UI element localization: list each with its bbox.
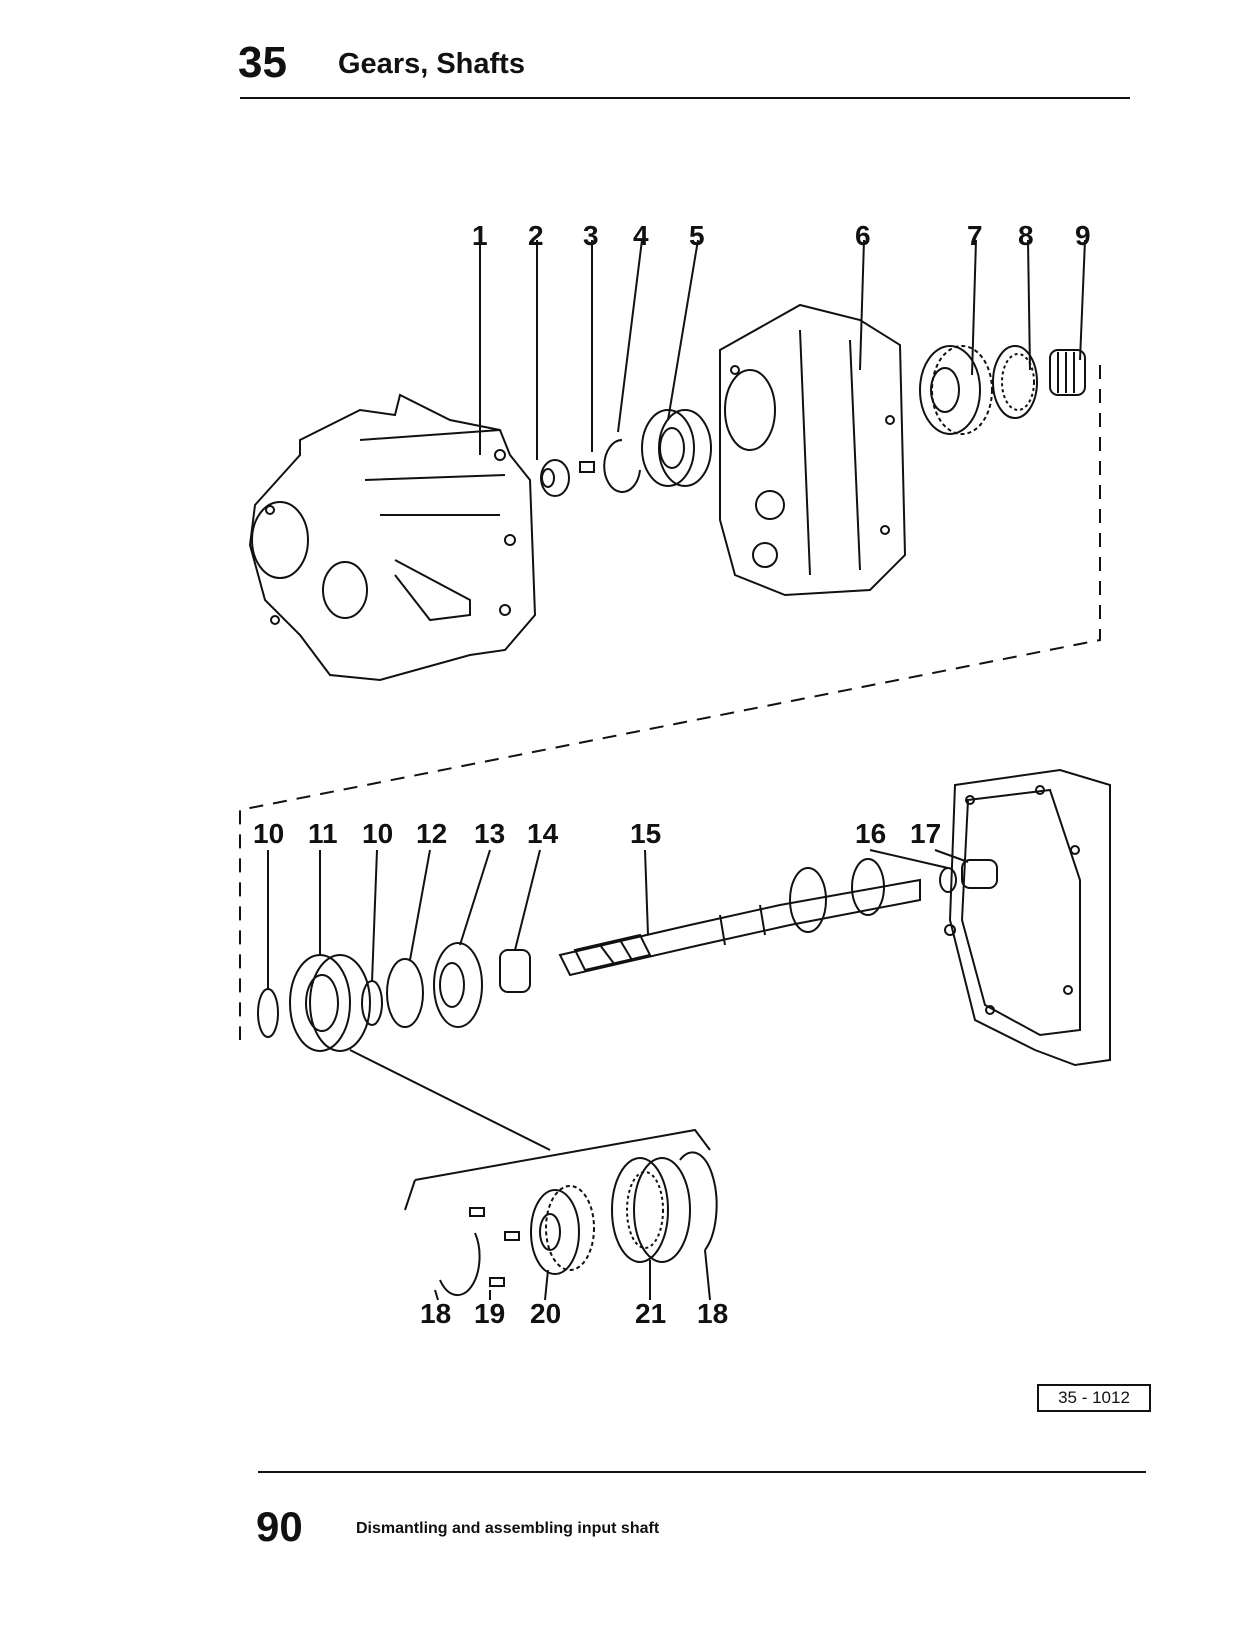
callout-6: 6 [855, 220, 871, 251]
spring-ring-part [679, 1151, 718, 1251]
callout-10: 10 [253, 818, 284, 849]
spring-ring-part [439, 1232, 481, 1297]
page-number: 90 [256, 1503, 303, 1550]
needle-bearing-part [499, 949, 531, 993]
callout-21: 21 [635, 1298, 666, 1329]
circlip-part [603, 439, 641, 493]
synchro-hub-part [530, 1189, 580, 1275]
callout-14: 14 [527, 818, 559, 849]
key-part [489, 1277, 505, 1287]
callout-1: 1 [472, 220, 488, 251]
callout-2: 2 [528, 220, 544, 251]
needle-bearing-part [1049, 349, 1086, 396]
needle-bearing-part [961, 859, 998, 889]
callout-5: 5 [689, 220, 705, 251]
callout-18: 18 [697, 1298, 728, 1329]
callout-8: 8 [1018, 220, 1034, 251]
callout-15: 15 [630, 818, 661, 849]
circlip-part [257, 988, 279, 1038]
sliding-sleeve-part [611, 1157, 669, 1263]
synchro-ring-part [992, 345, 1038, 419]
key-part [504, 1231, 520, 1241]
callout-19: 19 [474, 1298, 505, 1329]
footer-rule [258, 1471, 1146, 1473]
figure-reference-box: 35 - 1012 [1037, 1384, 1151, 1412]
section-number: 35 [238, 38, 287, 87]
callout-16: 16 [855, 818, 886, 849]
ball-bearing-part [641, 409, 695, 487]
callout-10: 10 [362, 818, 393, 849]
callout-13: 13 [474, 818, 505, 849]
header-rule [240, 97, 1130, 99]
circlip-part [361, 980, 383, 1026]
gear-part [919, 345, 981, 435]
callout-7: 7 [967, 220, 983, 251]
circlip-part [939, 867, 957, 893]
callout-17: 17 [910, 818, 941, 849]
page-title: Dismantling and assembling input shaft [356, 1520, 660, 1537]
housing-cover-part [719, 303, 907, 597]
input-shaft-part [558, 858, 921, 977]
synchro-ring-part [386, 958, 424, 1028]
callout-12: 12 [416, 818, 447, 849]
pin-part [579, 461, 595, 473]
synchro-assembly-part [289, 954, 351, 1052]
callout-9: 9 [1075, 220, 1091, 251]
callout-18: 18 [420, 1298, 451, 1329]
callout-11: 11 [308, 818, 338, 849]
section-title: Gears, Shafts [338, 48, 525, 80]
gearbox-housing-part [248, 393, 537, 682]
callout-3: 3 [583, 220, 599, 251]
gear-part [433, 942, 483, 1028]
callout-20: 20 [530, 1298, 561, 1329]
transmission-housing-part [944, 768, 1111, 1067]
key-part [469, 1207, 485, 1217]
callout-4: 4 [633, 220, 649, 251]
